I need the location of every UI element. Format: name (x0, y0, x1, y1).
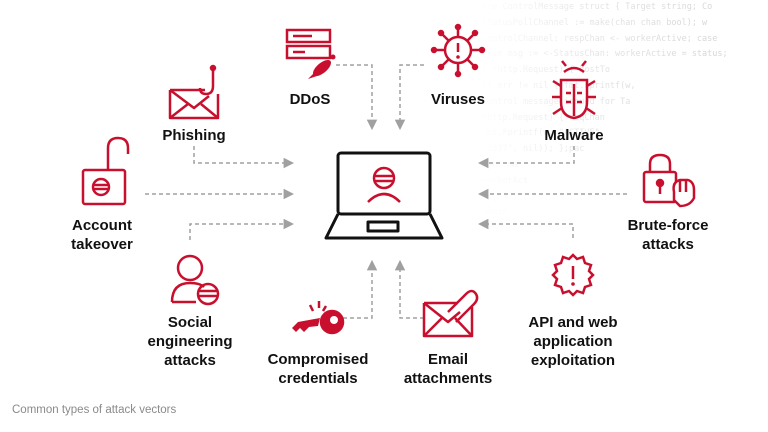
label-ddos: DDoS (289, 91, 331, 108)
connector-arrows (145, 64, 627, 319)
arrow-viruses (394, 64, 424, 131)
masked-user-icon (170, 254, 220, 306)
warning-gear-icon (551, 253, 595, 297)
label-compromised-credentials: Compromised credentials (267, 351, 369, 387)
arrow-phishing (193, 146, 295, 169)
arrow-malware (477, 146, 575, 169)
label-api-exploitation: API and web application exploitation (528, 314, 618, 369)
broken-key-icon (292, 301, 345, 335)
arrow-compromised-credentials (336, 259, 378, 319)
label-viruses: Viruses (431, 91, 485, 108)
label-phishing: Phishing (162, 127, 226, 144)
virus-icon (430, 23, 486, 78)
envelope-hook-icon (168, 64, 220, 120)
arrow-email-attachments (394, 259, 424, 319)
bug-icon (552, 60, 596, 120)
label-malware: Malware (544, 127, 604, 144)
background-code-pattern: ore ControlMessage struct { Target strin… (478, 0, 768, 260)
label-social-engineering: Social engineering attacks (147, 314, 233, 369)
arrow-ddos (336, 64, 378, 131)
padlock-fist-icon (642, 153, 696, 208)
label-brute-force: Brute-force attacks (627, 217, 709, 253)
label-account-takeover: Account takeover (71, 217, 133, 253)
email-attachment-icon (422, 289, 479, 338)
figure-caption: Common types of attack vectors (12, 404, 177, 416)
laptop-icon (324, 151, 444, 240)
arrow-api-exploitation (477, 218, 574, 238)
arrow-social-engineering (189, 218, 295, 240)
label-email-attachments: Email attachments (403, 351, 493, 387)
server-rocket-icon (285, 28, 336, 79)
unlocked-padlock-icon (81, 136, 130, 206)
hacker-icon (367, 166, 401, 203)
